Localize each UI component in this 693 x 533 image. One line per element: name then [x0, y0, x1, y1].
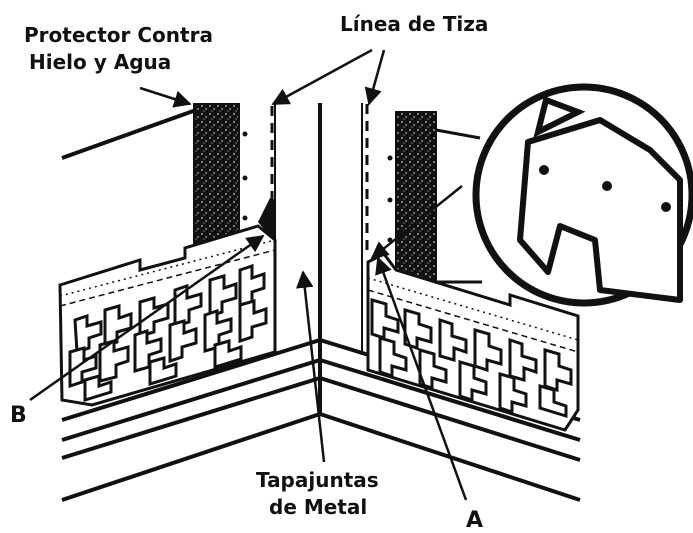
sealant-wedge: [258, 198, 276, 244]
detail-arrow: [370, 185, 463, 260]
shingles-left: [58, 224, 277, 407]
ice-water-protector-left: [193, 103, 240, 255]
nail-dots: [242, 131, 393, 243]
chalk-lines: [270, 104, 369, 252]
shingles-right: [366, 252, 580, 432]
label-metal-flashing-line1: Tapajuntas: [256, 468, 379, 492]
chalk-arrow-left: [271, 48, 373, 106]
ice-water-protector-right: [395, 111, 437, 285]
flashing-arrow: [296, 270, 326, 463]
label-protector-line2: Hielo y Agua: [29, 50, 172, 74]
chalk-arrow-right: [364, 49, 386, 106]
marker-b-arrow: [29, 234, 265, 402]
label-marker-a: A: [466, 508, 484, 533]
protector-arrow: [139, 86, 192, 108]
label-metal-flashing-line2: de Metal: [269, 495, 368, 519]
protector-line: [61, 108, 197, 160]
label-chalk-line: Línea de Tiza: [340, 12, 489, 36]
leader-lines: [29, 48, 468, 501]
label-marker-b: B: [10, 403, 27, 428]
detail-magnifier: [435, 83, 693, 307]
marker-a-arrow: [375, 256, 468, 501]
label-protector-line1: Protector Contra: [24, 23, 213, 47]
